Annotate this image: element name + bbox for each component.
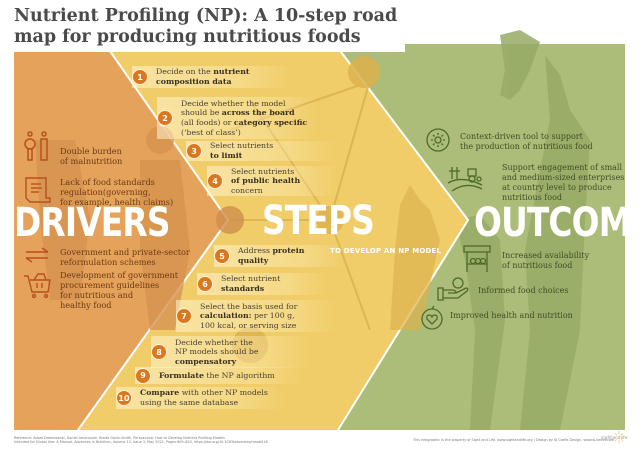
step-number-badge: 9	[135, 367, 151, 384]
exchange-arrows-icon	[25, 247, 49, 263]
step-number-badge: 2	[157, 110, 173, 126]
page-title: Nutrient Profiling (NP): A 10-step road …	[8, 4, 406, 52]
step-number-badge: 3	[186, 143, 202, 159]
shopping-basket-icon	[24, 273, 51, 299]
steps-heading: STEPS	[262, 198, 375, 244]
sight-and-life-logo: sightandlife	[601, 436, 628, 441]
step-number-badge: 5	[214, 248, 230, 264]
footer-credit: This infographic is the property of Sigh…	[413, 438, 615, 442]
title-line-1: Nutrient Profiling (NP): A 10-step road	[14, 6, 398, 26]
step-number-badge: 4	[207, 173, 223, 189]
sun-logo-icon	[613, 431, 625, 443]
steps-subheading: TO DEVELOP AN NP MODEL	[330, 247, 442, 255]
step-number-badge: 7	[176, 308, 192, 324]
farm-tractor-icon	[447, 167, 483, 192]
step-number-badge: 10	[116, 390, 132, 406]
outcomes-heading: OUTCOMES	[474, 200, 640, 246]
footer-reference: Reference: Adam Drewnowski, Daniel Amanq…	[14, 436, 268, 445]
gear-cycle-icon	[426, 128, 450, 152]
step-number-badge: 1	[132, 69, 148, 85]
people-malnutrition-icon	[24, 131, 48, 161]
step-number-badge: 8	[151, 344, 167, 360]
hand-apple-icon	[437, 277, 469, 301]
market-stall-icon	[463, 245, 491, 272]
step-number-badge: 6	[197, 276, 213, 292]
outcome-item-5: Improved health and nutrition	[450, 311, 573, 320]
drivers-heading: DRIVERS	[14, 200, 170, 246]
document-regulation-icon	[25, 177, 51, 203]
step-text: Formulate the NP algorithm	[159, 370, 275, 380]
outcome-item-4: Informed food choices	[478, 286, 569, 295]
title-line-2: map for producing nutritious foods	[14, 27, 361, 47]
step-9: 9 Formulate the NP algorithm	[135, 367, 305, 384]
apple-heart-icon	[421, 305, 443, 330]
